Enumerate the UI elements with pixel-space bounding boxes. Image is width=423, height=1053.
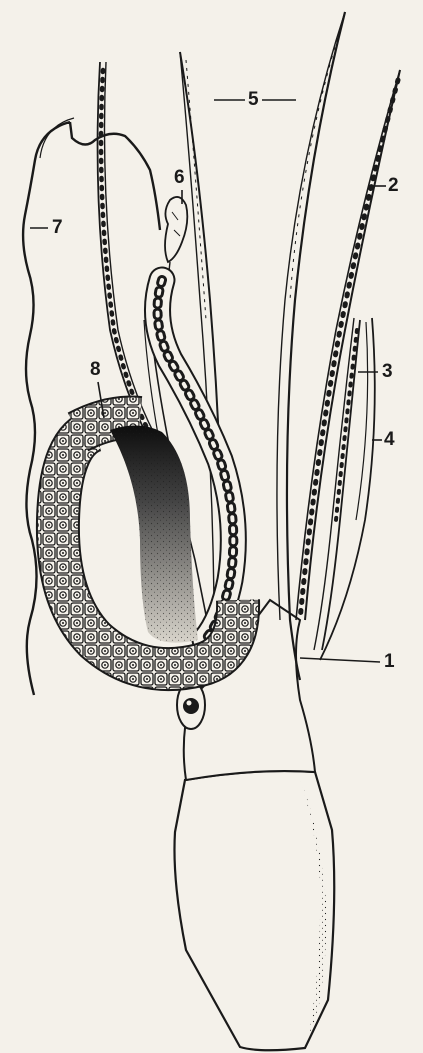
label-1: 1 [384,652,395,671]
label-4: 4 [384,430,395,449]
leader-1 [300,658,380,662]
spermatophore [165,197,187,262]
label-5: 5 [248,90,259,109]
pupil [183,698,199,714]
label-7: 7 [52,218,63,237]
label-6: 6 [174,168,185,187]
label-2: 2 [388,176,399,195]
label-3: 3 [382,362,393,381]
arm-2 [305,70,400,620]
label-8: 8 [90,360,101,379]
